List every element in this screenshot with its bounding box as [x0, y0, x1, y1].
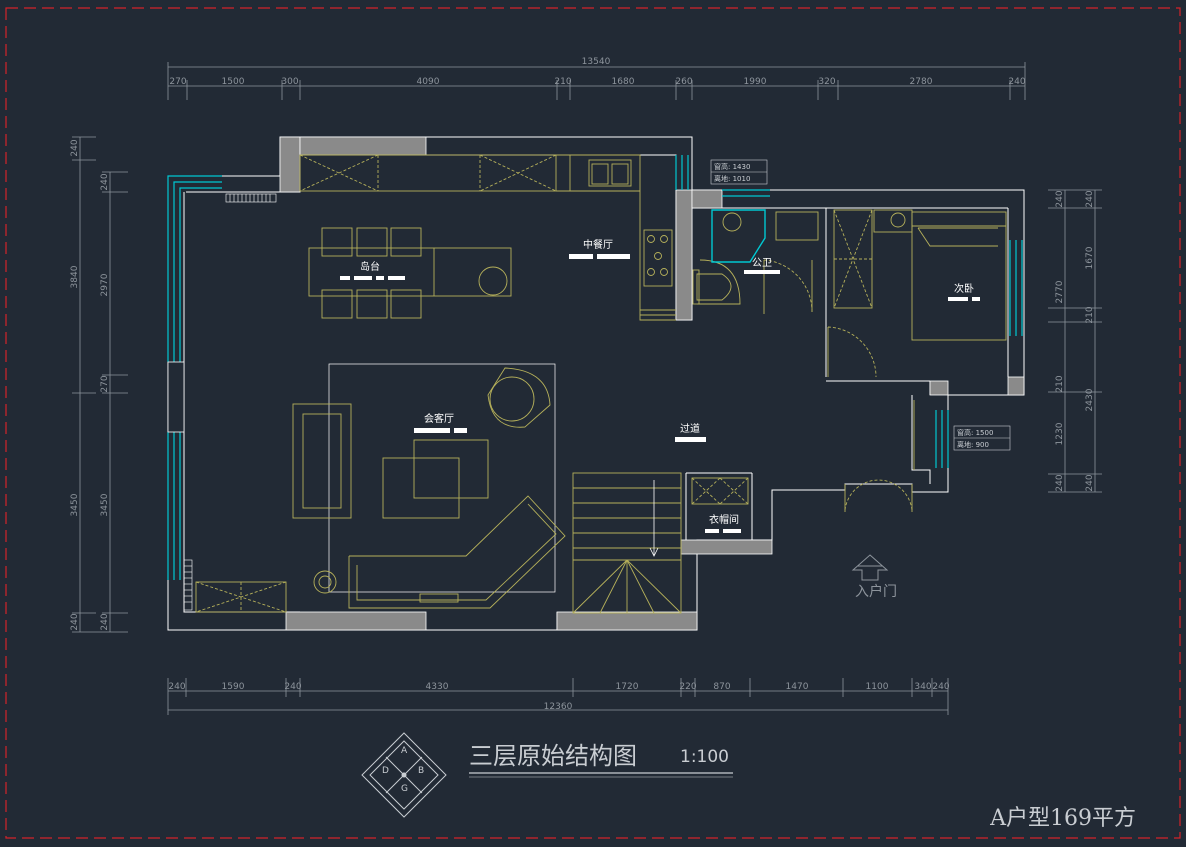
- drawing-scale: 1:100: [680, 747, 729, 767]
- wall-opening: [167, 361, 185, 433]
- radiators: [183, 193, 277, 611]
- svg-text:1500: 1500: [222, 77, 245, 87]
- svg-text:340: 340: [914, 682, 931, 692]
- svg-text:870: 870: [713, 682, 730, 692]
- svg-text:2770: 2770: [1055, 280, 1065, 303]
- svg-text:240: 240: [1085, 474, 1095, 491]
- svg-text:G: G: [401, 784, 408, 794]
- top-dimensions: [167, 62, 1026, 100]
- right-dimensions: [1048, 189, 1102, 493]
- svg-text:300: 300: [281, 77, 298, 87]
- window-tag-2: 窗高: 1500 离地: 900: [953, 425, 1011, 451]
- svg-text:3840: 3840: [70, 265, 80, 288]
- svg-text:240: 240: [100, 613, 110, 630]
- bottom-dimensions: [167, 678, 949, 715]
- svg-text:D: D: [382, 766, 389, 776]
- svg-text:210: 210: [1055, 375, 1065, 392]
- svg-text:4330: 4330: [426, 682, 449, 692]
- svg-text:240: 240: [100, 173, 110, 190]
- wall-columns: [279, 136, 1025, 631]
- svg-text:240: 240: [70, 613, 80, 630]
- bottom-dim-labels: 240 1590 240 4330 1720 220 870 1470 1100…: [168, 682, 949, 692]
- window-tag-1: 窗高: 1430 离地: 1010: [710, 159, 768, 185]
- svg-text:220: 220: [679, 682, 696, 692]
- unit-type-label: A户型169平方: [989, 806, 1136, 831]
- top-total-dim: 13540: [582, 57, 611, 67]
- svg-text:窗高: 1500: 窗高: 1500: [957, 428, 993, 437]
- svg-text:窗高: 1430: 窗高: 1430: [714, 162, 750, 171]
- svg-text:210: 210: [1085, 306, 1095, 323]
- svg-text:1470: 1470: [786, 682, 809, 692]
- svg-text:240: 240: [1055, 474, 1065, 491]
- svg-text:1100: 1100: [866, 682, 889, 692]
- drawing-title: 三层原始结构图: [469, 742, 637, 770]
- sheet-border: [5, 7, 1181, 839]
- room-label-bathroom: 公卫: [752, 258, 772, 269]
- svg-text:B: B: [418, 766, 424, 776]
- entrance-label: 入户门: [855, 583, 897, 600]
- svg-text:1670: 1670: [1085, 246, 1095, 269]
- svg-text:210: 210: [554, 77, 571, 87]
- top-dim-labels: 270 1500 300 4090 210 1680 260 1990 320 …: [169, 77, 1025, 87]
- furniture: [195, 154, 1007, 614]
- svg-text:240: 240: [168, 682, 185, 692]
- room-label-island: 岛台: [360, 260, 380, 273]
- windows: [167, 155, 1023, 580]
- stair-arrow: [649, 480, 659, 557]
- room-labels: 岛台 中餐厅 会客厅 公卫 次卧 过道 衣帽间: [360, 238, 974, 526]
- svg-text:2780: 2780: [910, 77, 933, 87]
- svg-text:240: 240: [70, 139, 80, 156]
- svg-text:1990: 1990: [744, 77, 767, 87]
- svg-text:3450: 3450: [70, 493, 80, 516]
- entrance-arrow-icon: [851, 554, 889, 581]
- room-label-cloakroom: 衣帽间: [709, 513, 739, 526]
- svg-text:1680: 1680: [612, 77, 635, 87]
- svg-text:离地: 1010: 离地: 1010: [714, 174, 750, 183]
- svg-text:240: 240: [1055, 190, 1065, 207]
- area-text-bars: [340, 254, 980, 533]
- room-label-bedroom: 次卧: [954, 282, 974, 295]
- svg-text:3450: 3450: [100, 493, 110, 516]
- walls: [167, 136, 1025, 631]
- svg-text:270: 270: [100, 375, 110, 392]
- svg-text:离地: 900: 离地: 900: [957, 440, 989, 449]
- right-dim-labels: 240 2770 210 1230 240 240 1670 210 2430 …: [1055, 190, 1095, 491]
- left-dimensions: [72, 136, 128, 633]
- bottom-total-dim: 12360: [544, 702, 573, 712]
- room-label-dining: 中餐厅: [583, 238, 613, 251]
- room-label-living: 会客厅: [424, 412, 454, 425]
- svg-text:1590: 1590: [222, 682, 245, 692]
- shower-enclosure: [711, 209, 766, 263]
- svg-text:240: 240: [284, 682, 301, 692]
- svg-text:240: 240: [1085, 190, 1095, 207]
- svg-text:2430: 2430: [1085, 388, 1095, 411]
- left-dim-labels: 240 3840 3450 240 240 2970 270 3450 240: [70, 139, 110, 630]
- room-label-corridor: 过道: [680, 422, 700, 435]
- svg-text:1230: 1230: [1055, 422, 1065, 445]
- compass-icon: [361, 732, 447, 818]
- svg-text:270: 270: [169, 77, 186, 87]
- svg-text:A: A: [401, 746, 408, 756]
- svg-text:2970: 2970: [100, 273, 110, 296]
- compass-letters: A B G D: [382, 746, 424, 794]
- svg-text:240: 240: [1008, 77, 1025, 87]
- svg-text:4090: 4090: [417, 77, 440, 87]
- svg-text:320: 320: [818, 77, 835, 87]
- svg-text:240: 240: [932, 682, 949, 692]
- svg-text:1720: 1720: [616, 682, 639, 692]
- svg-text:260: 260: [675, 77, 692, 87]
